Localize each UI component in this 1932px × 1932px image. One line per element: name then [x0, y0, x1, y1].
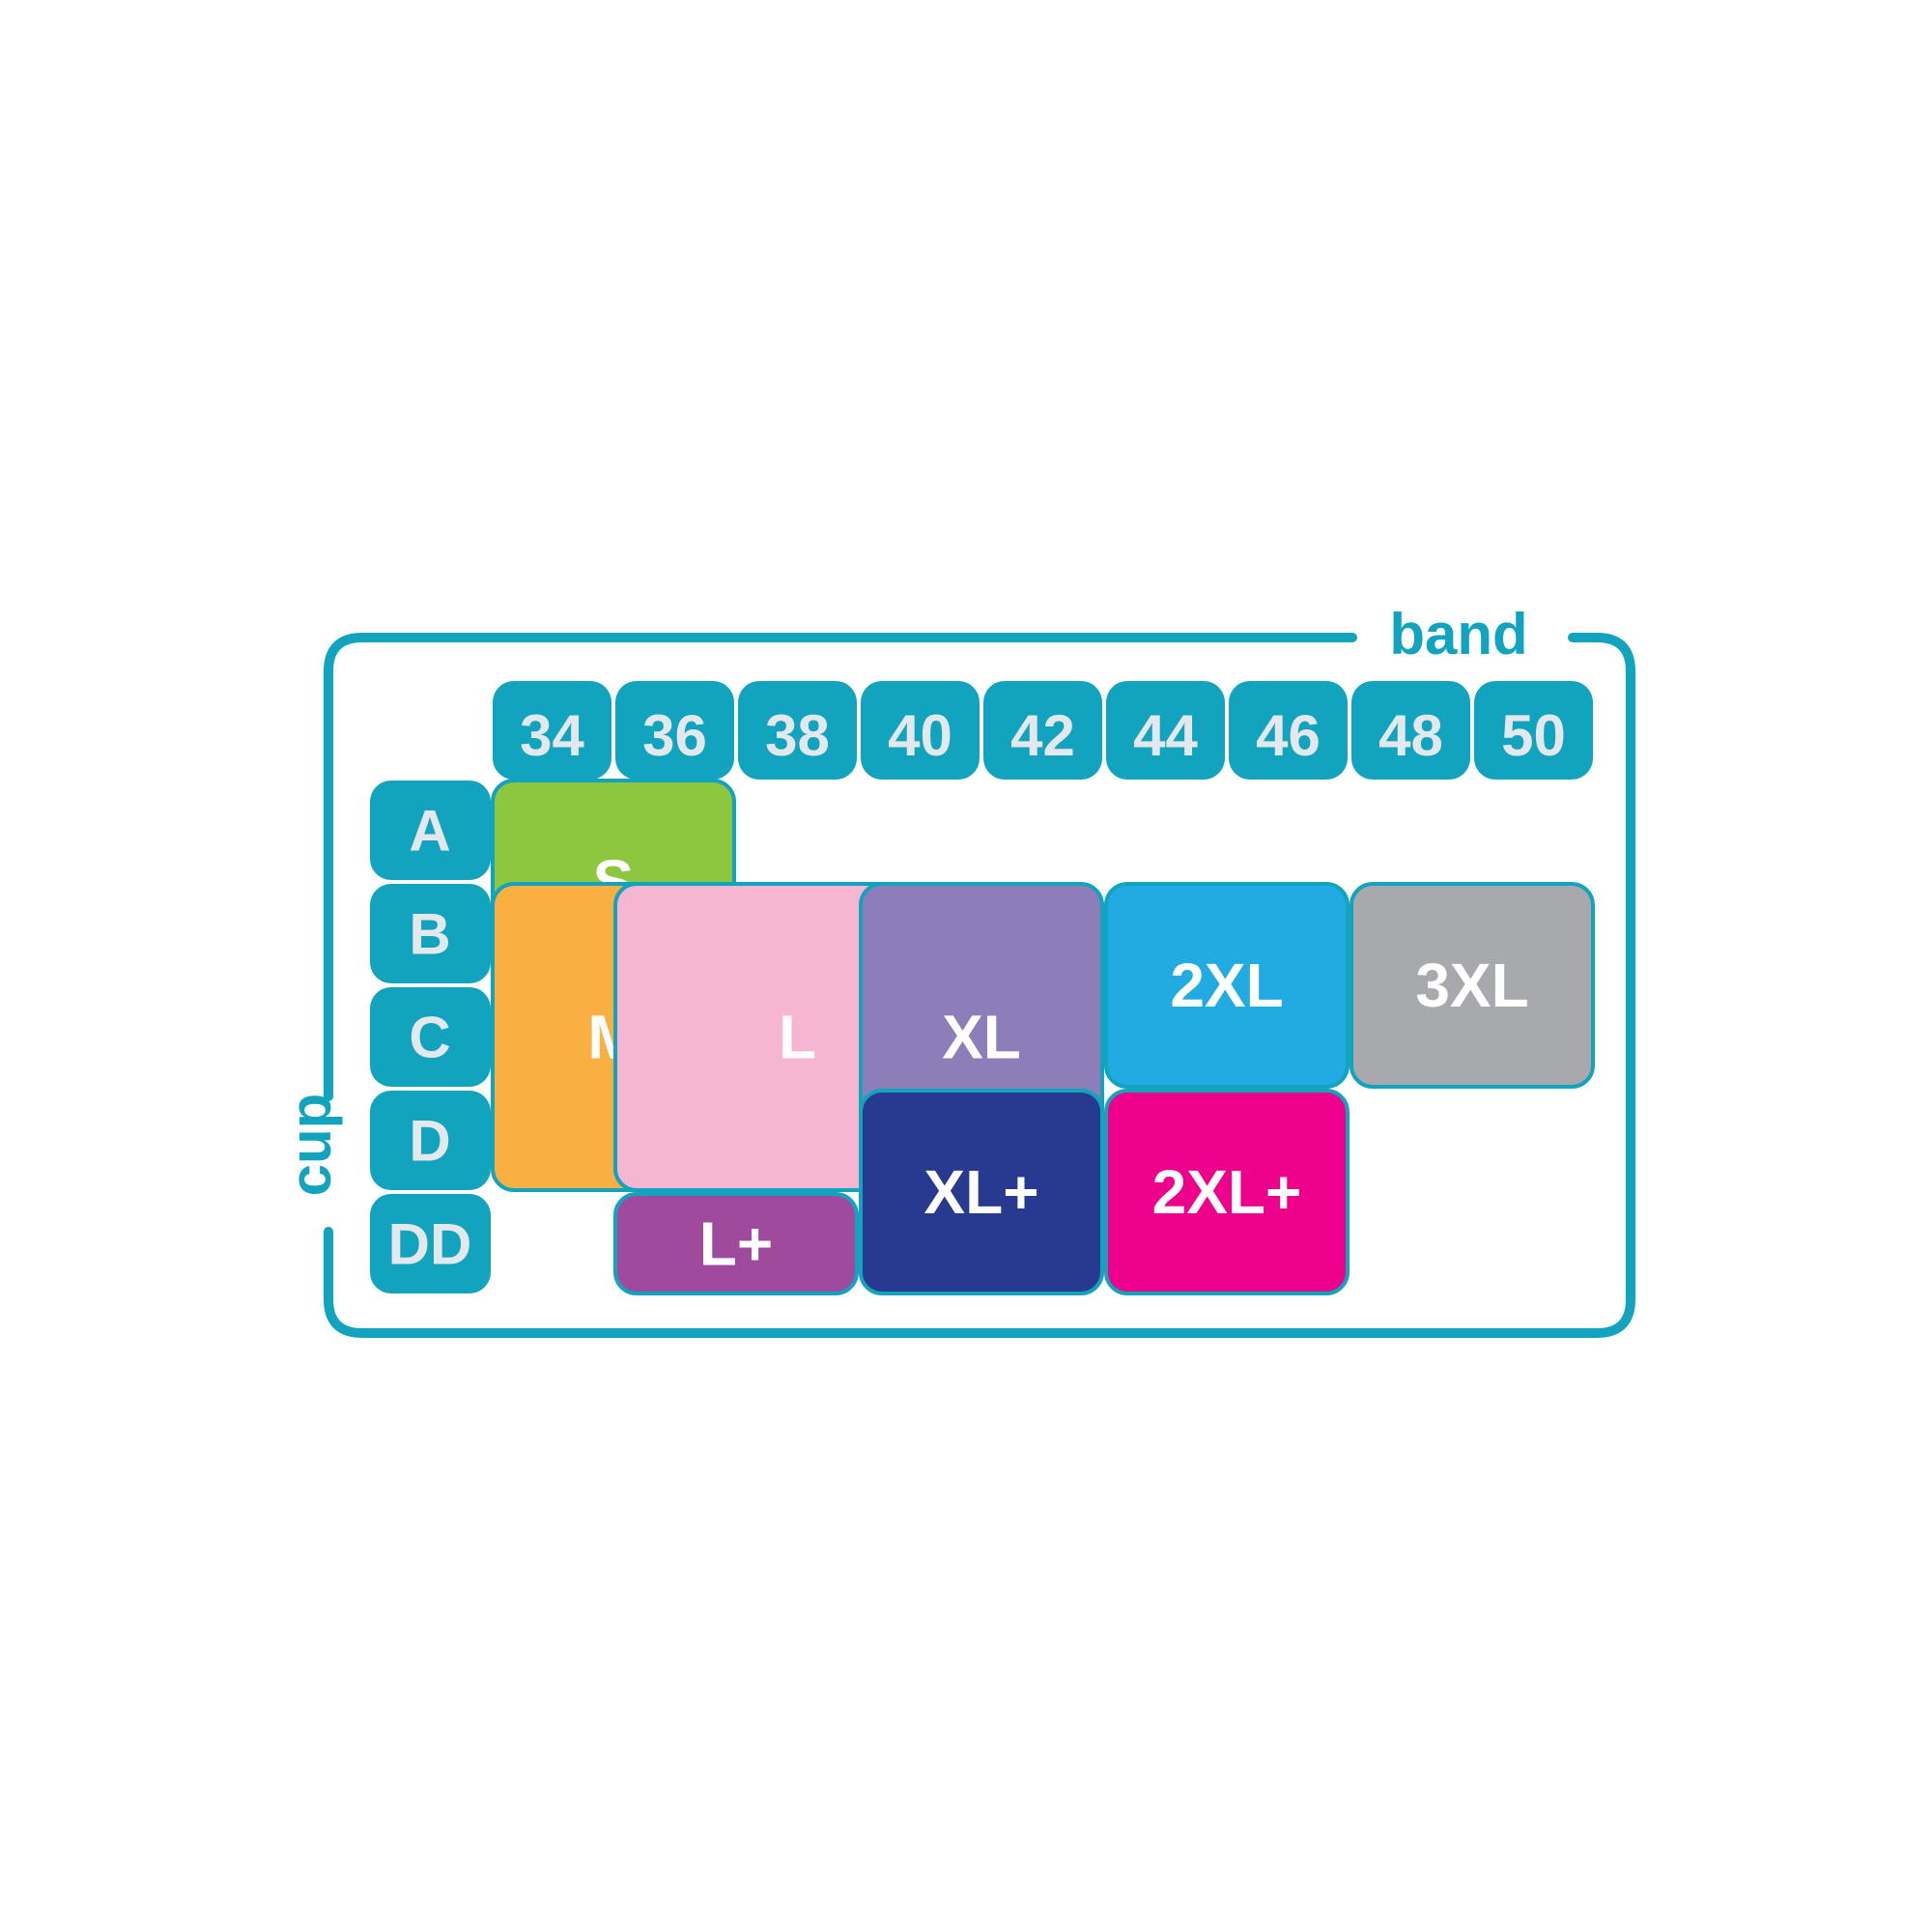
chart-frame — [324, 633, 1635, 1338]
size-region-2xl: 2XL — [1104, 882, 1350, 1089]
size-region-2xlp: 2XL+ — [1104, 1089, 1350, 1295]
band-label-48: 48 — [1378, 703, 1443, 768]
size-label-xlp: XL+ — [923, 1157, 1038, 1227]
size-label-xl: XL — [942, 1003, 1021, 1072]
band-chip-34 — [493, 681, 611, 780]
cup-axis-label: cup — [278, 1094, 343, 1197]
band-axis-label: band — [1389, 602, 1527, 667]
band-header-row: 34 36 38 40 42 44 46 48 50 — [493, 681, 1593, 780]
size-block-lp — [613, 1192, 859, 1295]
size-label-2xl: 2XL — [1170, 951, 1283, 1020]
band-label-38: 38 — [765, 703, 830, 768]
size-block-3xl — [1350, 882, 1595, 1089]
size-label-lp: L+ — [699, 1209, 773, 1279]
cup-label-C: C — [409, 1006, 450, 1070]
size-block-2xlp — [1104, 1089, 1350, 1295]
size-block-2xl — [1104, 882, 1350, 1089]
band-chip-42 — [983, 681, 1102, 780]
band-label-50: 50 — [1501, 703, 1566, 768]
cup-chip-A — [370, 781, 491, 880]
cup-chip-B — [370, 884, 491, 983]
band-chip-50 — [1474, 681, 1593, 780]
size-label-l: L — [779, 1003, 816, 1072]
band-label-40: 40 — [888, 703, 952, 768]
size-region-3xl: 3XL — [1350, 882, 1595, 1089]
band-chip-38 — [738, 681, 857, 780]
band-label-44: 44 — [1133, 703, 1198, 768]
cup-label-A: A — [409, 799, 450, 864]
size-region-lp: L+ — [613, 1192, 859, 1295]
cup-chip-DD — [370, 1194, 491, 1293]
band-chip-48 — [1351, 681, 1470, 780]
band-label-34: 34 — [520, 703, 584, 768]
cup-chip-C — [370, 987, 491, 1087]
size-label-3xl: 3XL — [1415, 951, 1528, 1020]
size-region-xlp: XL+ — [859, 1089, 1104, 1295]
band-chip-36 — [615, 681, 734, 780]
size-block-xlp — [859, 1089, 1104, 1295]
band-label-36: 36 — [642, 703, 707, 768]
band-label-46: 46 — [1256, 703, 1321, 768]
cup-label-B: B — [409, 902, 450, 967]
band-chip-44 — [1106, 681, 1225, 780]
cup-label-DD: DD — [388, 1212, 472, 1277]
size-label-2xlp: 2XL+ — [1152, 1157, 1302, 1227]
cup-label-D: D — [409, 1109, 450, 1174]
cup-chip-D — [370, 1091, 491, 1190]
size-regions: SMLXL2XL3XLL+XL+2XL+ — [491, 779, 1595, 1295]
band-chip-40 — [861, 681, 980, 780]
band-chip-46 — [1229, 681, 1348, 780]
band-label-42: 42 — [1010, 703, 1075, 768]
